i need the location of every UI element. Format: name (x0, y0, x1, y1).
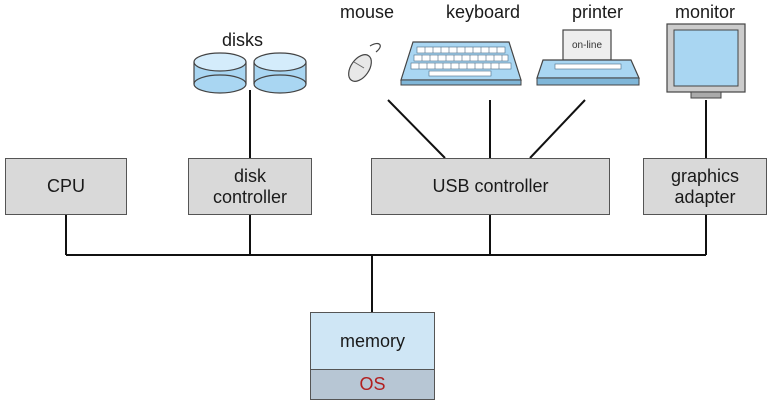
usb-controller-box: USB controller (371, 158, 610, 215)
disks-label: disks (222, 30, 264, 50)
printer-icon: on-line (536, 29, 640, 86)
mouse-link (387, 99, 446, 159)
memory-box: memory (310, 312, 435, 370)
printer-link (529, 99, 586, 159)
mouse-label: mouse (340, 2, 395, 22)
memory-label: memory (339, 330, 405, 351)
os-label: OS (359, 374, 386, 394)
printer-label: printer (572, 2, 624, 22)
graphics-adapter-label-line1: graphics (670, 165, 740, 186)
os-region: OS (310, 370, 435, 400)
keyboard-label: keyboard (446, 2, 521, 22)
usb-controller-label: USB controller (432, 176, 549, 197)
disk-controller-label-line1: disk (233, 165, 266, 186)
disks-icon (193, 52, 307, 94)
cpu-label: CPU (46, 176, 85, 197)
keyboard-icon (400, 41, 522, 86)
cpu-box: CPU (5, 158, 127, 215)
graphics-adapter-box: graphics adapter (643, 158, 767, 215)
monitor-label: monitor (675, 2, 736, 22)
disk-controller-label-line2: controller (212, 186, 288, 207)
mouse-icon (348, 42, 381, 82)
printer-status-label: on-line (572, 40, 602, 51)
disk-controller-box: disk controller (188, 158, 312, 215)
graphics-adapter-label-line2: adapter (674, 186, 736, 207)
monitor-icon (666, 23, 746, 99)
